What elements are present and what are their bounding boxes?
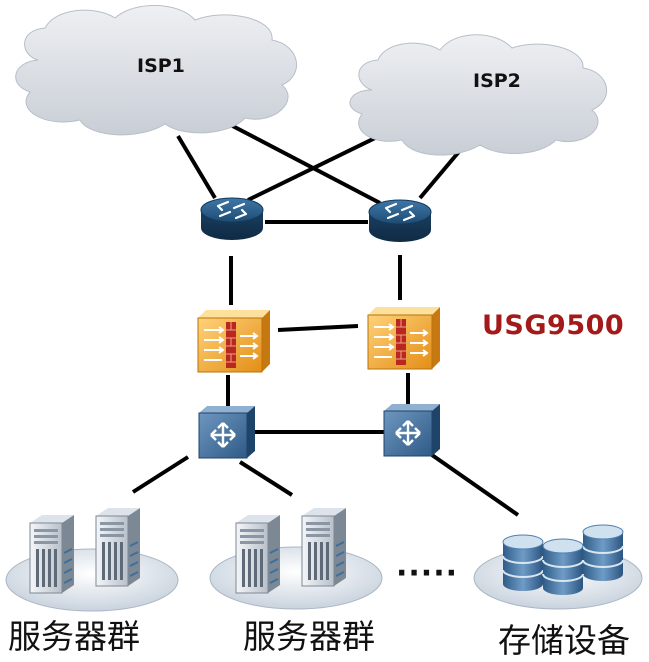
server-group-2-label: 服务器群 <box>243 617 375 656</box>
link-switch1-servers1 <box>131 455 190 494</box>
link-isp1-router1 <box>176 134 217 200</box>
isp1-label: ISP1 <box>137 55 185 77</box>
router-1-icon <box>199 196 265 242</box>
firewall-1-icon <box>197 309 271 373</box>
storage-icon <box>473 524 643 610</box>
firewall-2-icon <box>367 306 441 370</box>
server-group-1-label: 服务器群 <box>8 617 140 656</box>
isp2-cloud <box>349 34 608 156</box>
router-2-icon <box>367 198 433 244</box>
link-switch1-servers2 <box>238 460 294 497</box>
link-firewall1-firewall2 <box>277 324 359 332</box>
server-group-1-icon <box>5 507 179 612</box>
connection-lines <box>131 118 520 517</box>
link-isp1-router2 <box>224 120 381 205</box>
server-group-2-icon <box>209 507 383 610</box>
switch-1-icon <box>197 404 257 460</box>
ellipsis: ····· <box>396 556 458 591</box>
isp2-label: ISP2 <box>473 70 521 92</box>
switch-2-icon <box>382 402 442 458</box>
isp1-cloud <box>15 5 297 136</box>
usg9500-label: USG9500 <box>482 310 625 341</box>
storage-label: 存储设备 <box>498 621 630 660</box>
link-switch2-storage <box>430 453 520 517</box>
